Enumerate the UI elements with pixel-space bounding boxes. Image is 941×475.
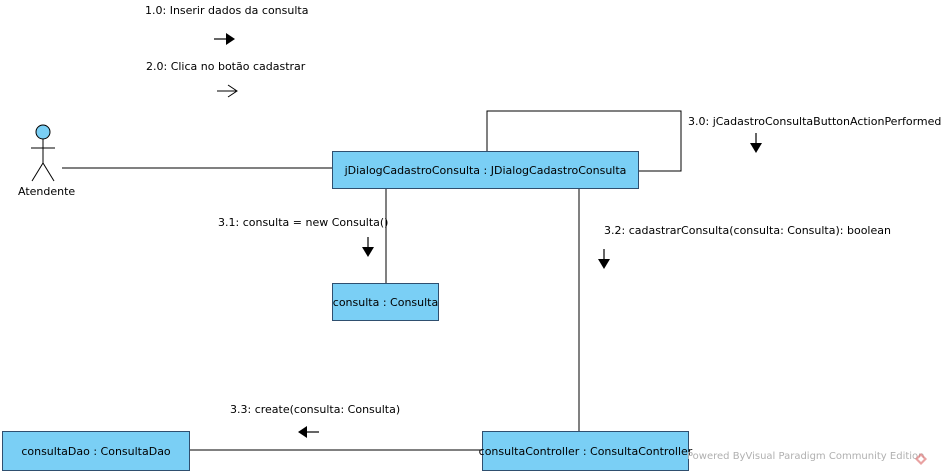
message-3-2: 3.2: cadastrarConsulta(consulta: Consult… — [604, 224, 891, 237]
message-1-0: 1.0: Inserir dados da consulta — [145, 4, 309, 17]
message-3-0: 3.0: jCadastroConsultaButtonActionPerfor… — [688, 115, 941, 128]
actor-label: Atendente — [18, 185, 76, 198]
arrow-right-open-icon — [217, 84, 238, 98]
visual-paradigm-logo-icon — [915, 453, 927, 465]
object-dialog[interactable]: jDialogCadastroConsulta : JDialogCadastr… — [332, 151, 639, 189]
message-3-3: 3.3: create(consulta: Consulta) — [230, 403, 401, 416]
link-dialog-self — [486, 110, 682, 172]
watermark-text: Powered ByVisual Paradigm Community Edit… — [687, 451, 925, 462]
object-dao[interactable]: consultaDao : ConsultaDao — [2, 431, 190, 471]
arrow-down-icon-3-0 — [750, 133, 762, 153]
message-3-1: 3.1: consulta = new Consulta() — [218, 216, 389, 229]
arrow-left-icon-3-3 — [298, 426, 319, 438]
actor-icon — [31, 124, 55, 182]
arrow-right-filled-icon — [214, 33, 235, 45]
object-consulta[interactable]: consulta : Consulta — [332, 283, 439, 321]
arrow-down-icon-3-1 — [362, 237, 374, 257]
message-2-0: 2.0: Clica no botão cadastrar — [146, 60, 306, 73]
arrow-down-icon-3-2 — [598, 249, 610, 269]
object-controller[interactable]: consultaController : ConsultaController — [479, 431, 692, 471]
